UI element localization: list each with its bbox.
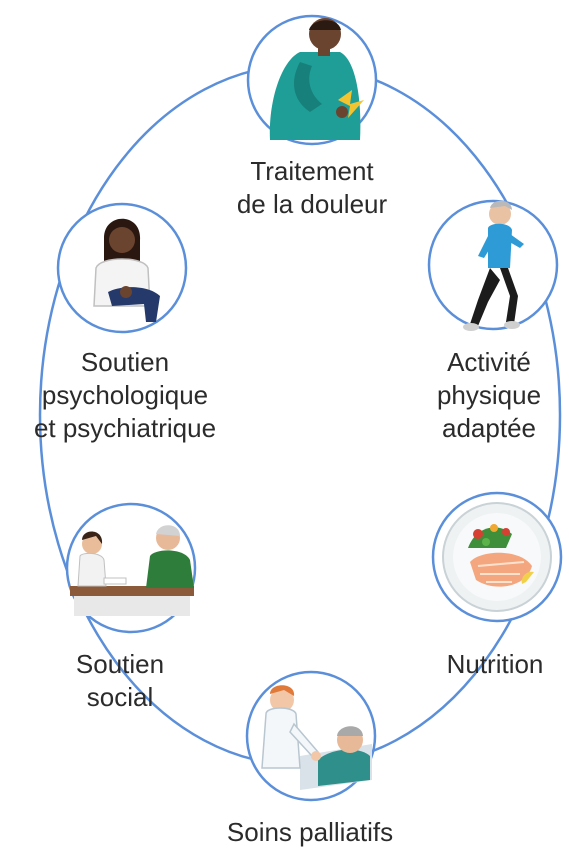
label-line: Traitement: [250, 156, 374, 186]
label-nutrition: Nutrition: [422, 648, 568, 681]
label-line: Soutien: [80, 347, 170, 377]
psychological-support-node: [56, 202, 188, 334]
label-physical-activity: Activité physique adaptée: [414, 346, 564, 445]
social-support-node: [65, 502, 197, 634]
label-pain-management: Traitement de la douleur: [192, 155, 432, 221]
label-line: de la douleur: [236, 189, 388, 219]
pain-management-node: [246, 14, 378, 146]
palliative-care-node: [245, 670, 377, 802]
label-psychological-support: Soutien psychologique et psychiatrique: [0, 346, 250, 445]
label-line: Soins palliatifs: [226, 817, 394, 847]
plate-salmon-vegetables-icon: [442, 502, 552, 612]
label-line: social: [86, 682, 154, 712]
social-worker-meeting-icon: [70, 525, 194, 616]
label-palliative-care: Soins palliatifs: [180, 816, 440, 849]
label-line: Soutien: [75, 649, 165, 679]
label-line: physique: [436, 380, 542, 410]
label-line: adaptée: [442, 413, 536, 443]
nutrition-node: [431, 491, 563, 623]
label-social-support: Soutien social: [30, 648, 210, 714]
running-senior-woman-icon: [463, 200, 524, 331]
seated-woman-psychologist-icon: [93, 218, 160, 322]
label-line: psychologique: [41, 380, 209, 410]
label-line: Nutrition: [446, 649, 544, 679]
label-line: et psychiatrique: [33, 413, 217, 443]
physical-activity-node: [427, 199, 559, 331]
label-line: Activité: [447, 347, 531, 377]
man-with-back-pain-icon: [269, 18, 364, 140]
nurse-with-patient-icon: [261, 685, 372, 790]
